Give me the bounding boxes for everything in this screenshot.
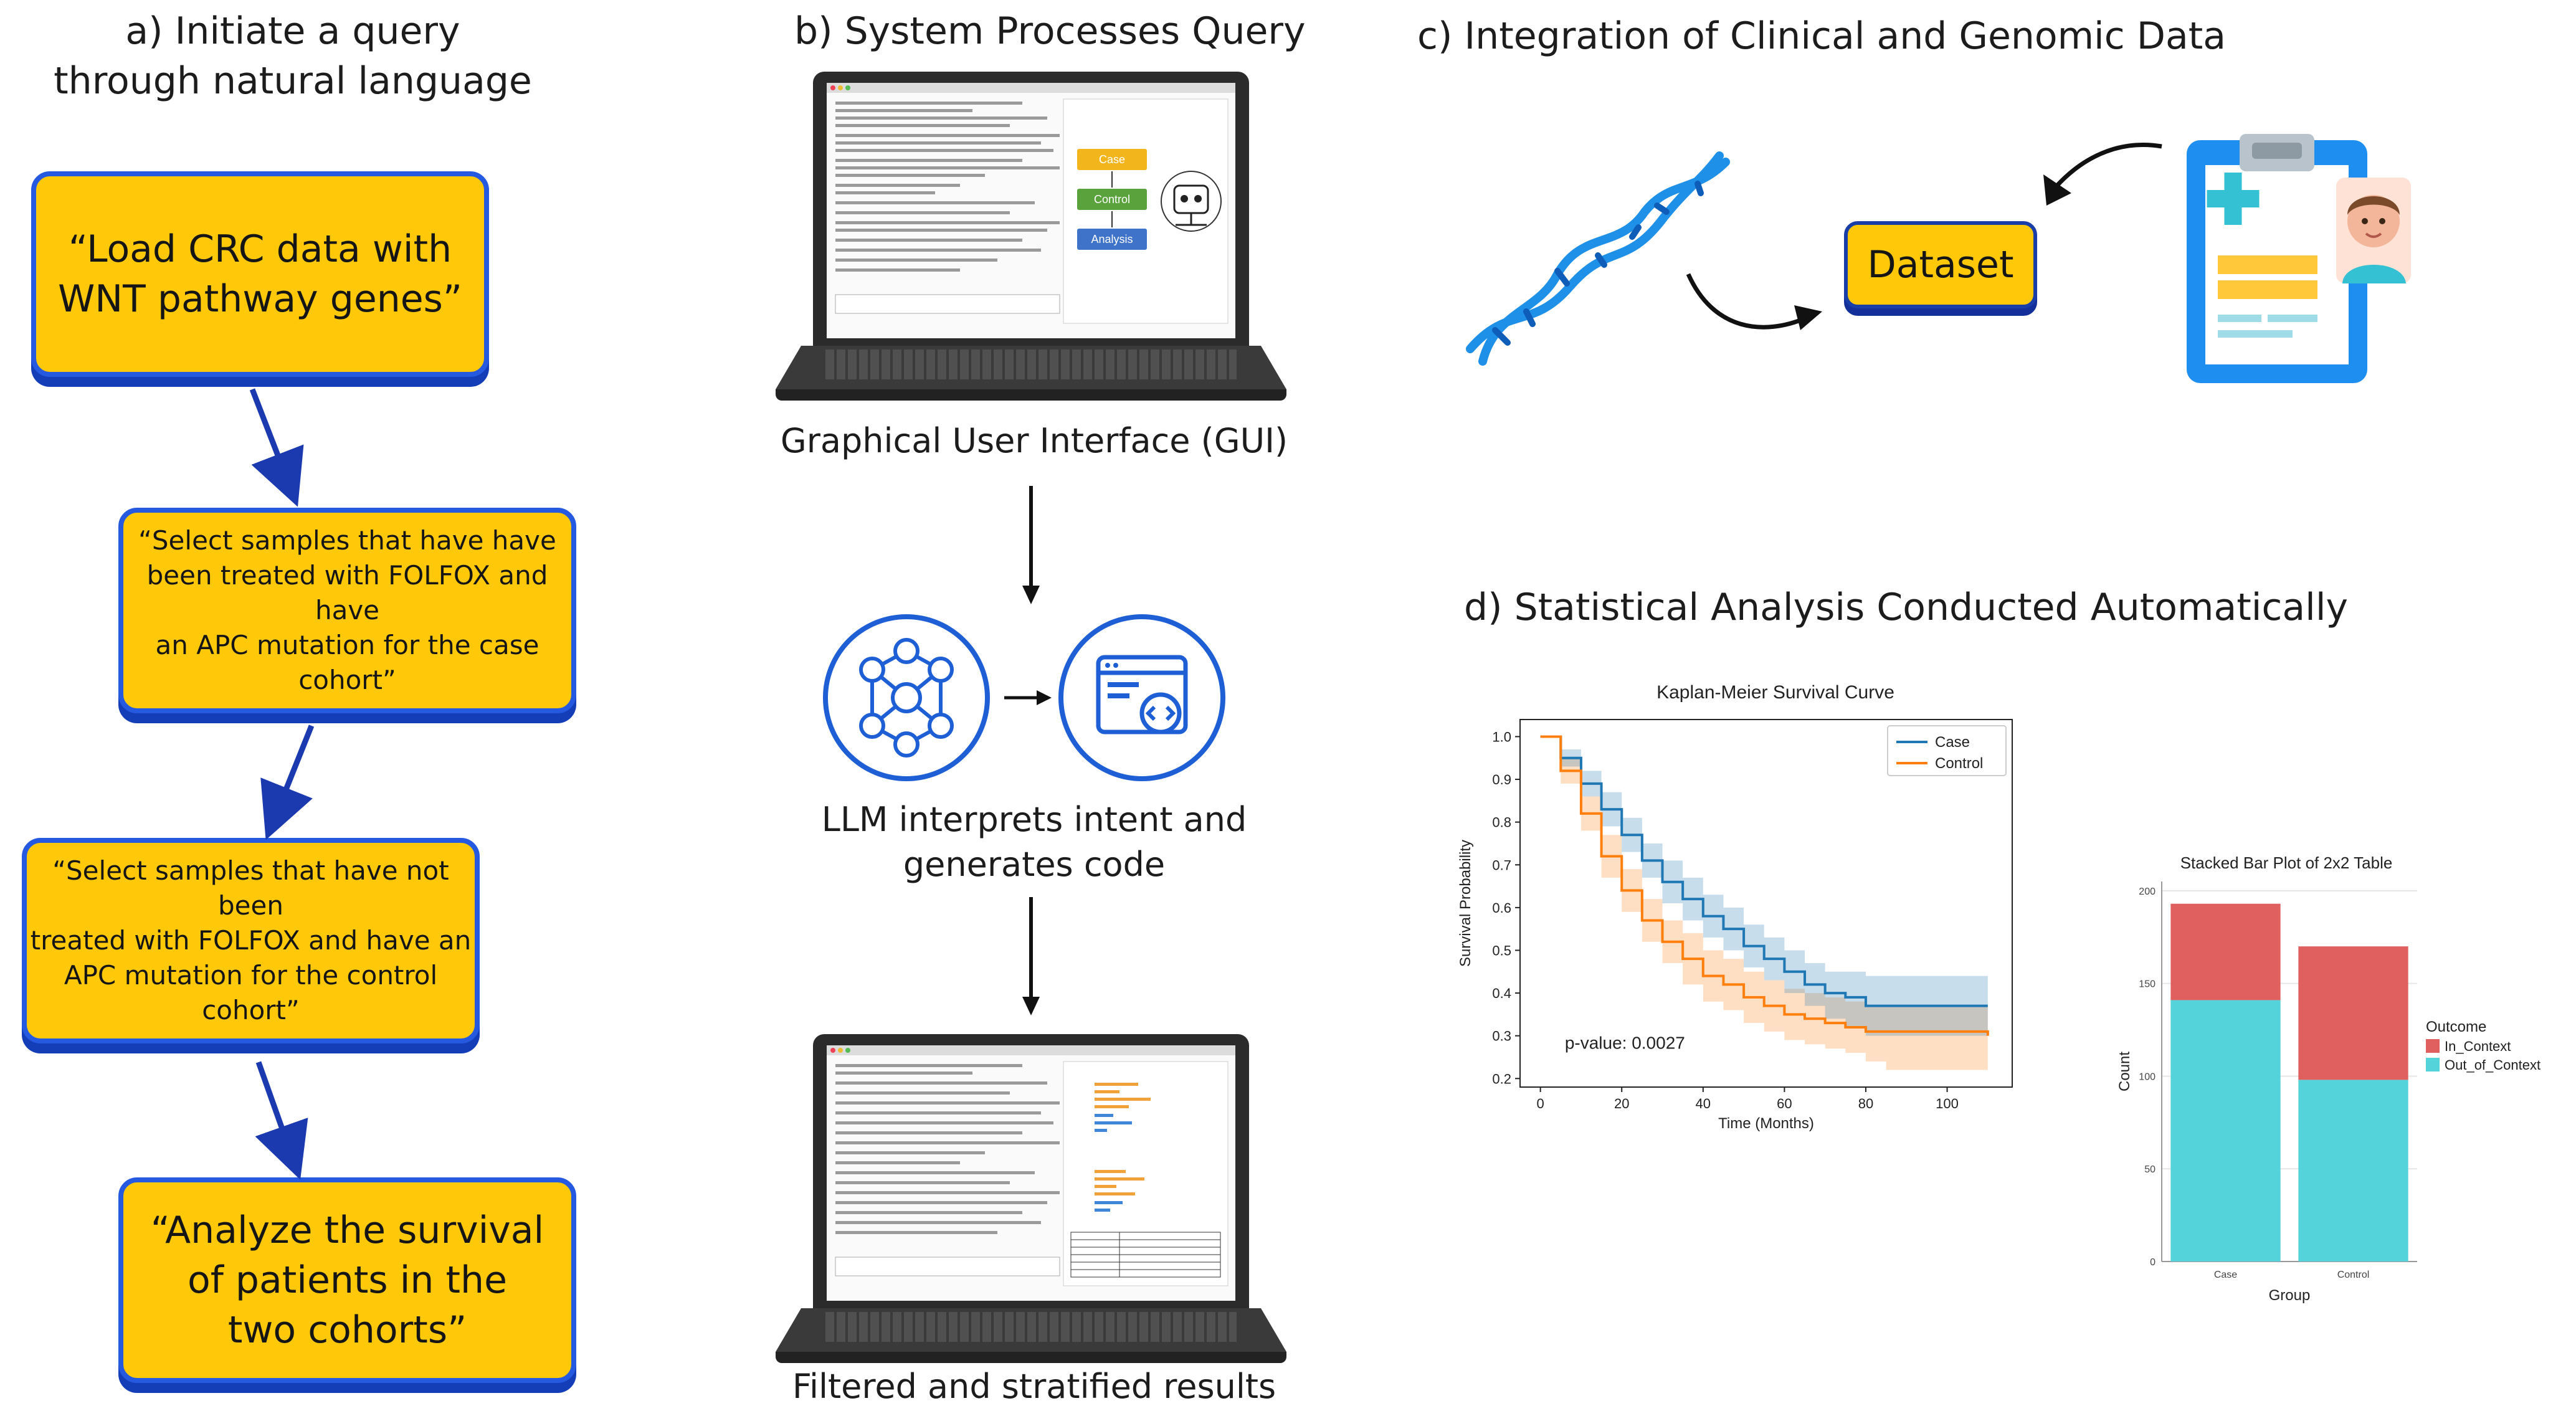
robot-icon: [1161, 171, 1222, 232]
km-ylabel: Survival Probability: [1457, 840, 1474, 967]
km-xtick-label: 100: [1936, 1096, 1959, 1111]
bar-segment-control-out_of_context: [2298, 1080, 2408, 1262]
bar-legend-label: In_Context: [2445, 1038, 2511, 1054]
dna-icon: [1466, 151, 1730, 366]
km-ytick-label: 0.5: [1492, 943, 1511, 958]
arrow-q3-q4: [255, 1061, 308, 1180]
dataset-box: Dataset: [1844, 221, 2037, 308]
km-pvalue-annotation: p-value: 0.0027: [1565, 1033, 1685, 1052]
bar-legend-title: Outcome: [2426, 1019, 2486, 1035]
flow-control-box: [1077, 189, 1147, 210]
down-arrow-1: [1022, 486, 1040, 604]
gui-label: Graphical User Interface (GUI): [780, 421, 1288, 460]
svg-text:Control: Control: [1094, 193, 1130, 206]
km-ytick-label: 0.8: [1492, 815, 1511, 830]
flow-case-box: [1077, 149, 1147, 170]
section-a-title: a) Initiate a query through natural lang…: [54, 9, 532, 103]
km-ytick-label: 0.3: [1492, 1029, 1511, 1044]
arrow-q1-q2: [249, 388, 304, 507]
bar-legend-label: Out_of_Context: [2445, 1057, 2540, 1073]
km-legend-label: Case: [1935, 734, 1970, 751]
results-screen-content: [827, 1045, 1235, 1286]
arrow-dna-to-dataset: [1686, 273, 1822, 330]
km-line-control: [1540, 735, 1989, 1036]
gui-screen: Case Control Analysis: [827, 83, 1235, 338]
km-ytick-label: 0.7: [1492, 857, 1511, 873]
bar-xlabel: Group: [2269, 1287, 2311, 1304]
section-d-title: d) Statistical Analysis Conducted Automa…: [1464, 586, 2349, 629]
km-xtick-label: 20: [1614, 1096, 1629, 1111]
gui-screen-content: Case Control Analysis: [827, 83, 1235, 324]
km-xtick-label: 0: [1537, 1096, 1544, 1111]
km-ytick-label: 0.6: [1492, 900, 1511, 916]
query-box-control: “Select samples that have not been treat…: [22, 838, 480, 1043]
gui-laptop: Case Control Analysis: [776, 72, 1286, 402]
bar-legend-swatch: [2426, 1039, 2440, 1053]
svg-text:Analysis: Analysis: [1091, 233, 1133, 245]
query-box-analyze: “Analyze the survival of patients in the…: [118, 1177, 576, 1383]
code-window-icon: [1058, 614, 1225, 781]
km-chart-title: Kaplan-Meier Survival Curve: [1656, 682, 1894, 703]
bar-ytick-label: 50: [2144, 1164, 2155, 1175]
km-xtick-label: 60: [1777, 1096, 1792, 1111]
query-box-case: “Select samples that have have been trea…: [118, 508, 576, 713]
bar-ytick-label: 0: [2150, 1257, 2155, 1268]
km-xtick-label: 40: [1696, 1096, 1711, 1111]
bar-xtick-label: Case: [2214, 1270, 2237, 1280]
bar-ytick-label: 100: [2139, 1072, 2155, 1082]
neural-network-icon: [823, 614, 990, 781]
query-box-load: “Load CRC data with WNT pathway genes”: [31, 171, 489, 377]
clinical-record-icon: [2187, 134, 2411, 383]
bar-xtick-label: Control: [2337, 1270, 2370, 1280]
right-arrow-llm: [1004, 690, 1052, 705]
arrow-clinical-to-dataset: [2043, 143, 2162, 206]
down-arrow-2: [1022, 897, 1040, 1015]
km-line-case: [1540, 735, 1988, 1007]
section-b-title: b) System Processes Query: [794, 9, 1306, 53]
bar-ytick-label: 200: [2139, 886, 2155, 897]
query-flow-arrows: [249, 388, 315, 1180]
bar-legend-swatch: [2426, 1058, 2440, 1072]
km-ytick-label: 0.4: [1492, 986, 1511, 1001]
bar-ytick-label: 150: [2139, 979, 2155, 990]
results-laptop: [776, 1034, 1286, 1364]
results-screen: [827, 1045, 1235, 1301]
km-plot-area: [1519, 719, 2013, 1088]
km-ytick-label: 1.0: [1492, 729, 1511, 744]
svg-text:Case: Case: [1099, 153, 1125, 166]
km-xtick-label: 80: [1858, 1096, 1873, 1111]
km-ytick-label: 0.9: [1492, 772, 1511, 787]
bar-segment-control-in_context: [2298, 946, 2408, 1080]
bar-segment-case-out_of_context: [2170, 1000, 2281, 1262]
km-chart: 0.2 0.3 0.4 0.5 0.6 0.7 0.8 0.9 1.0 0 20 40 60 80 100T…: [1457, 719, 2013, 1132]
results-label: Filtered and stratified results: [792, 1367, 1276, 1406]
section-c-title: c) Integration of Clinical and Genomic D…: [1417, 14, 2227, 58]
km-xlabel: Time (Months): [1718, 1115, 1814, 1132]
km-legend-label: Control: [1935, 755, 1983, 772]
bar-chart-title: Stacked Bar Plot of 2x2 Table: [2180, 853, 2393, 872]
bar-ylabel: Count: [2116, 1052, 2133, 1091]
llm-label: LLM interprets intent and generates code: [821, 800, 1247, 884]
bar-segment-case-in_context: [2170, 903, 2281, 1000]
km-ytick-label: 0.2: [1492, 1071, 1511, 1086]
flow-analysis-box: [1077, 229, 1147, 250]
arrow-q2-q3: [260, 725, 315, 840]
